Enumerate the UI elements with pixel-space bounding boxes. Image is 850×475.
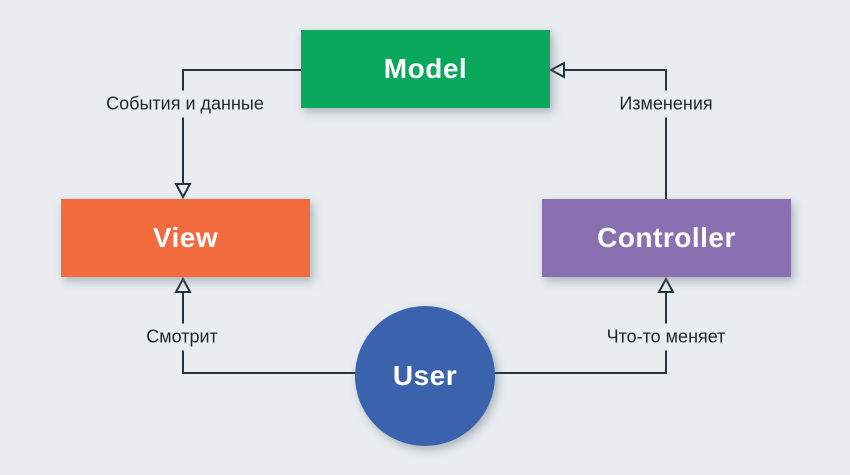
edge-model-to-view <box>182 69 301 184</box>
node-model: Model <box>301 30 550 108</box>
node-controller: Controller <box>542 199 791 277</box>
arrowhead-into-view-top <box>174 183 192 200</box>
arrowhead-into-view-bottom <box>174 276 192 293</box>
node-user-label: User <box>392 360 458 391</box>
arrowhead-into-controller-bottom <box>657 276 675 293</box>
edge-label-changes: Изменения <box>611 90 721 118</box>
edge-user-to-controller <box>425 292 667 374</box>
edge-controller-to-model <box>564 69 667 199</box>
node-view: View <box>61 199 310 277</box>
node-model-label: Model <box>383 53 468 84</box>
edge-label-changes-something: Что-то меняет <box>598 323 734 351</box>
node-user: User <box>355 306 495 446</box>
edge-label-watches: Смотрит <box>138 323 226 351</box>
edge-label-events-and-data: События и данные <box>98 90 272 118</box>
node-controller-label: Controller <box>597 222 736 253</box>
node-view-label: View <box>152 222 219 253</box>
arrowhead-into-model-right <box>548 61 565 79</box>
edge-user-to-view <box>182 292 425 374</box>
